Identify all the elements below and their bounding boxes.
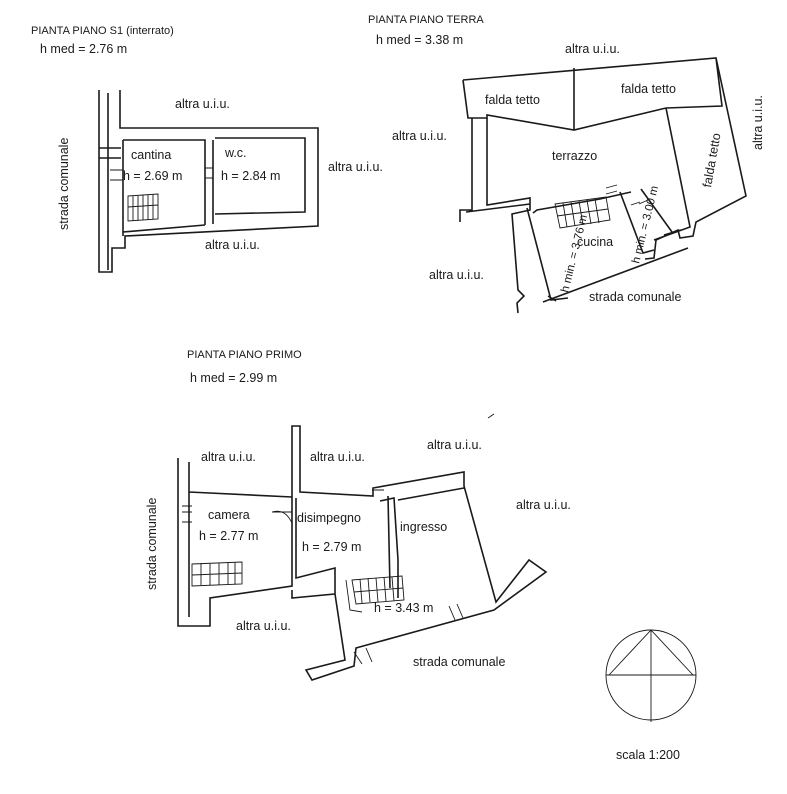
first-hmed: h med = 2.99 m xyxy=(190,371,277,385)
north-arrow-icon xyxy=(605,629,697,722)
basement-plan: PIANTA PIANO S1 (interrato) h med = 2.76… xyxy=(31,25,383,273)
room-wc-name: w.c. xyxy=(224,146,247,160)
ground-street: strada comunale xyxy=(589,290,681,304)
ground-neighbor-left: altra u.i.u. xyxy=(392,129,447,143)
room-ingresso-name: ingresso xyxy=(400,520,447,534)
first-neighbor-right: altra u.i.u. xyxy=(516,498,571,512)
first-outer-walls xyxy=(177,425,548,681)
roof-slope-3: falda tetto xyxy=(700,132,723,189)
first-window-markers xyxy=(182,489,464,665)
ground-hmed: h med = 3.38 m xyxy=(376,33,463,47)
ground-neighbor-right: altra u.i.u. xyxy=(751,95,765,150)
room-ingresso-height: h = 3.43 m xyxy=(374,601,433,615)
first-title: PIANTA PIANO PRIMO xyxy=(187,349,302,361)
ground-neighbor-bottom: altra u.i.u. xyxy=(429,268,484,282)
room-camera-height: h = 2.77 m xyxy=(199,529,258,543)
ground-title: PIANTA PIANO TERRA xyxy=(368,14,484,26)
room-disimpegno-height: h = 2.79 m xyxy=(302,540,361,554)
first-street-left: strada comunale xyxy=(145,498,159,590)
ground-plan: PIANTA PIANO TERRA h med = 3.38 m altra … xyxy=(368,14,765,314)
room-cucina-name: cucina xyxy=(577,235,613,249)
first-neighbor-bottom: altra u.i.u. xyxy=(236,619,291,633)
room-cantina-name: cantina xyxy=(131,148,171,162)
room-camera-name: camera xyxy=(208,508,250,522)
ground-walls xyxy=(459,107,691,314)
room-disimpegno-name: disimpegno xyxy=(297,511,361,525)
ground-neighbor-top: altra u.i.u. xyxy=(565,42,620,56)
room-cantina-height: h = 2.69 m xyxy=(123,169,182,183)
basement-neighbor-right: altra u.i.u. xyxy=(328,160,383,174)
roof-slope-2: falda tetto xyxy=(621,82,676,96)
basement-title: PIANTA PIANO S1 (interrato) xyxy=(31,25,174,37)
first-plan: PIANTA PIANO PRIMO h med = 2.99 m altra … xyxy=(145,349,571,681)
room-terrazzo-name: terrazzo xyxy=(552,149,597,163)
basement-stairs xyxy=(127,193,159,222)
ground-door-markers xyxy=(605,184,649,206)
room-wc-height: h = 2.84 m xyxy=(221,169,280,183)
first-stairs-left xyxy=(191,561,243,587)
first-neighbor-top-mid: altra u.i.u. xyxy=(310,450,365,464)
basement-neighbor-bottom: altra u.i.u. xyxy=(205,238,260,252)
ground-stairs xyxy=(554,196,611,229)
first-top-tick xyxy=(487,413,495,419)
scale-label: scala 1:200 xyxy=(616,748,680,762)
room-cucina-hmin-left: h min. = 3.76 m xyxy=(559,214,590,294)
first-stairs-right xyxy=(345,575,405,613)
first-neighbor-top-left: altra u.i.u. xyxy=(201,450,256,464)
basement-hmed: h med = 2.76 m xyxy=(40,42,127,56)
first-neighbor-top-right: altra u.i.u. xyxy=(427,438,482,452)
basement-walls xyxy=(98,90,319,273)
roof-slope-1: falda tetto xyxy=(485,93,540,107)
basement-door-wc xyxy=(110,167,213,181)
first-street-bottom: strada comunale xyxy=(413,655,505,669)
ground-roof-outline xyxy=(462,57,747,260)
basement-neighbor-top: altra u.i.u. xyxy=(175,97,230,111)
first-door-arc xyxy=(271,510,293,524)
basement-street: strada comunale xyxy=(57,138,71,230)
